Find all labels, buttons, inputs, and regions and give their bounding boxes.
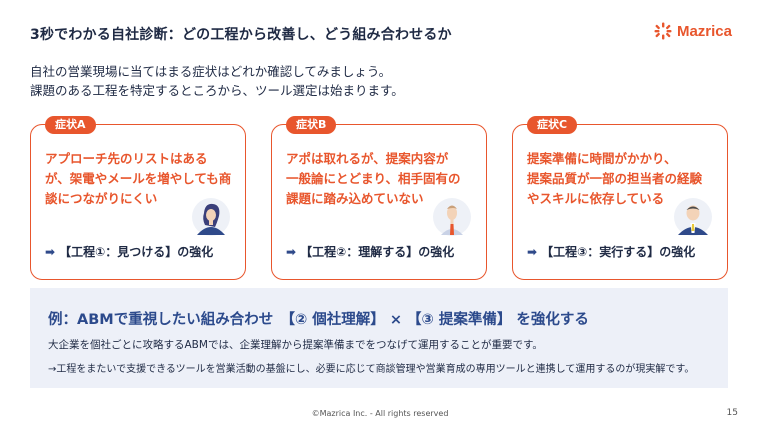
symptom-line: やスキルに依存している xyxy=(527,191,665,206)
businessman-senior-icon xyxy=(674,198,712,236)
businesswoman-icon xyxy=(192,198,230,236)
symptom-line: 提案品質が一部の担当者の経験 xyxy=(527,171,703,186)
symptom-line: 提案準備に時間がかかり、 xyxy=(527,151,677,166)
symptom-line: 談につながりにくい xyxy=(45,191,158,206)
logo-text: Mazrica xyxy=(676,22,732,40)
symptom-line: アプローチ先のリストはある xyxy=(45,151,208,166)
symptom-badge: 症状A xyxy=(45,116,96,134)
symptom-badge: 症状C xyxy=(527,116,578,134)
arrow-right-icon: ➡ xyxy=(527,245,538,259)
symptom-card-a: 症状A アプローチ先のリストはある が、架電やメールを増やしても商 談につながり… xyxy=(30,116,246,280)
result-label: 【工程②：理解する】の強化 xyxy=(300,245,455,259)
process-result: ➡【工程①：見つける】の強化 xyxy=(45,243,213,260)
result-label: 【工程③：実行する】の強化 xyxy=(541,245,696,259)
arrow-right-icon: ➡ xyxy=(286,245,297,259)
symptom-text: アプローチ先のリストはある が、架電やメールを増やしても商 談につながりにくい xyxy=(45,149,235,209)
symptom-line: 一般論にとどまり、相手固有の xyxy=(286,171,461,186)
symptom-text: 提案準備に時間がかかり、 提案品質が一部の担当者の経験 やスキルに依存している xyxy=(527,149,717,209)
mazrica-logo: Mazrica xyxy=(654,22,732,40)
symptom-card-c: 症状C 提案準備に時間がかかり、 提案品質が一部の担当者の経験 やスキルに依存し… xyxy=(512,116,728,280)
example-box: 例：ABMで重視したい組み合わせ 【② 個社理解】 × 【③ 提案準備】 を強化… xyxy=(30,288,728,388)
slide-title: 3秒でわかる自社診断：どの工程から改善し、どう組み合わせるか xyxy=(30,27,452,43)
page-number: 15 xyxy=(726,408,738,418)
symptom-text: アポは取れるが、提案内容が 一般論にとどまり、相手固有の 課題に踏み込めていない xyxy=(286,149,476,209)
symptom-line: 課題に踏み込めていない xyxy=(286,191,424,206)
process-result: ➡【工程②：理解する】の強化 xyxy=(286,243,454,260)
symptom-line: が、架電やメールを増やしても商 xyxy=(45,171,232,186)
arrow-right-icon: ➡ xyxy=(45,245,56,259)
intro-line-2: 課題のある工程を特定するところから、ツール選定は始まります。 xyxy=(30,83,404,98)
mazrica-logo-icon xyxy=(654,22,672,40)
intro-text: 自社の営業現場に当てはまる症状はどれか確認してみましょう。 課題のある工程を特定… xyxy=(30,62,404,100)
copyright: ©Mazrica Inc. - All rights reserved xyxy=(311,409,449,418)
process-result: ➡【工程③：実行する】の強化 xyxy=(527,243,695,260)
businessman-thin-icon xyxy=(433,198,471,236)
intro-line-1: 自社の営業現場に当てはまる症状はどれか確認してみましょう。 xyxy=(30,64,392,79)
symptom-badge: 症状B xyxy=(286,116,337,134)
example-title: 例：ABMで重視したい組み合わせ 【② 個社理解】 × 【③ 提案準備】 を強化… xyxy=(48,312,589,328)
symptom-line: アポは取れるが、提案内容が xyxy=(286,151,449,166)
example-description: 大企業を個社ごとに攻略するABMでは、企業理解から提案準備までをつなげて運用する… xyxy=(48,339,543,351)
example-conclusion: →工程をまたいで支援できるツールを営業活動の基盤にし、必要に応じて商談管理や営業… xyxy=(48,364,695,375)
result-label: 【工程①：見つける】の強化 xyxy=(59,245,214,259)
symptom-card-b: 症状B アポは取れるが、提案内容が 一般論にとどまり、相手固有の 課題に踏み込め… xyxy=(271,116,487,280)
